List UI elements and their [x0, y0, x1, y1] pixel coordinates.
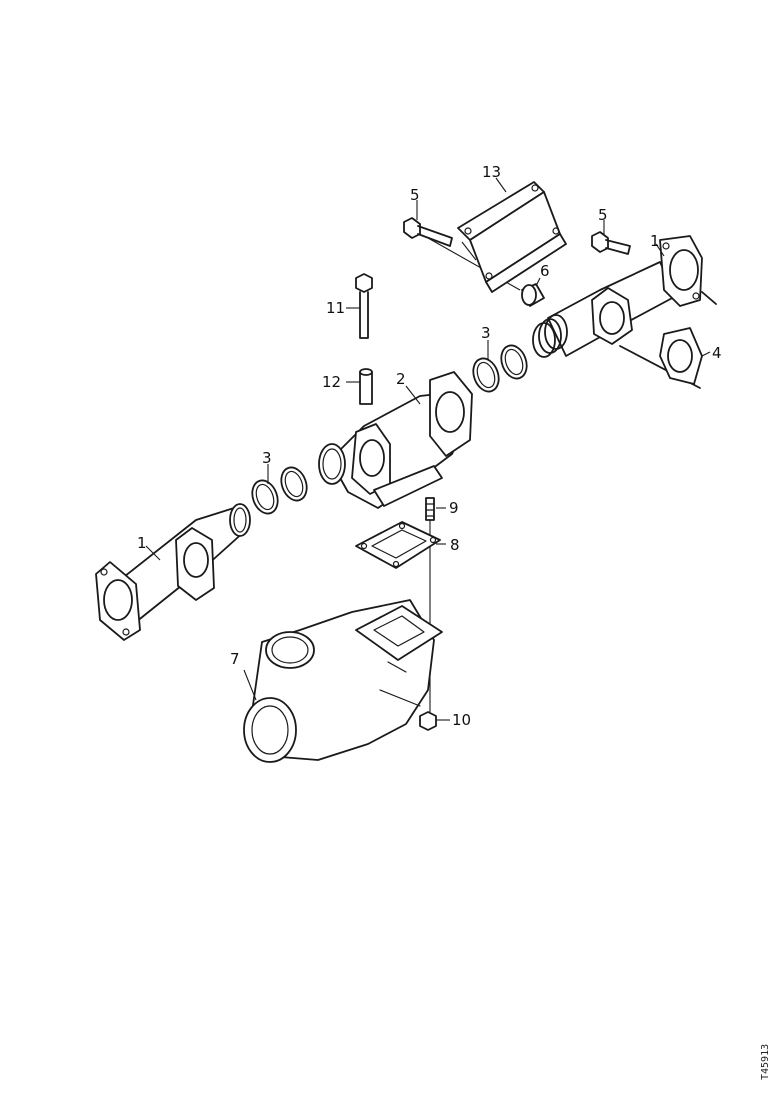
part-1-manifold-right — [532, 235, 717, 389]
leader-lines — [145, 177, 711, 721]
callout-4: 4 — [712, 344, 722, 362]
part-5-bolt-left — [403, 217, 453, 247]
callout-1-left: 1 — [137, 534, 147, 552]
part-9-stud — [425, 497, 435, 521]
callout-6: 6 — [540, 262, 550, 280]
part-2-manifold-center — [318, 371, 473, 509]
part-1-manifold-left — [95, 503, 251, 641]
callout-3-right: 3 — [481, 324, 491, 342]
callout-2: 2 — [396, 370, 406, 388]
callout-8: 8 — [450, 536, 460, 554]
part-5-bolt-right — [591, 231, 631, 255]
callout-12: 12 — [322, 373, 341, 391]
callout-10: 10 — [452, 711, 471, 729]
callout-9: 9 — [449, 499, 459, 517]
callout-5-right: 5 — [598, 206, 608, 224]
callout-11: 11 — [326, 299, 345, 317]
part-6-spacer — [521, 283, 545, 307]
figure-reference: T45913 — [760, 1044, 771, 1080]
part-10-nut — [419, 711, 437, 731]
callout-13: 13 — [482, 163, 501, 181]
part-7-turbo-elbow — [243, 599, 443, 763]
part-4-gasket — [659, 327, 703, 385]
part-13-bracket — [457, 181, 567, 293]
part-8-gasket — [355, 521, 441, 569]
part-12-sleeve — [359, 368, 373, 405]
callout-7: 7 — [230, 650, 240, 668]
callout-5-left: 5 — [410, 186, 420, 204]
part-3-seal-rings-right — [472, 344, 528, 393]
part-11-bolt — [355, 273, 373, 339]
part-3-seal-rings-left — [251, 466, 308, 515]
callout-1-right: 1 — [650, 232, 660, 250]
callout-3-left: 3 — [262, 449, 272, 467]
